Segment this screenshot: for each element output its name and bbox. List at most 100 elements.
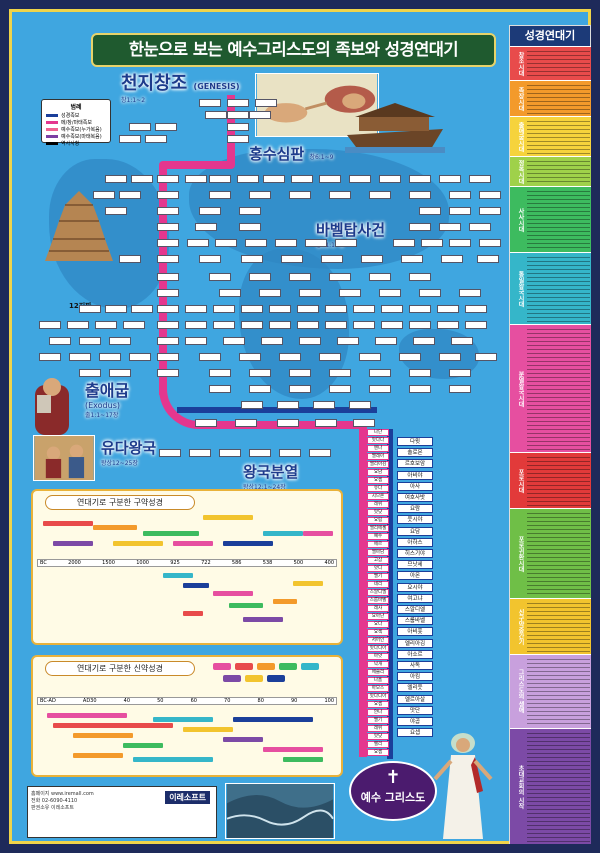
map-landmass-eurasia xyxy=(189,149,449,269)
genealogy-node xyxy=(249,369,271,377)
sidebar-era: 포로시대 xyxy=(510,452,591,508)
sidebar-era: 출애굽시대 xyxy=(510,116,591,156)
genealogy-node xyxy=(477,255,499,263)
timeline-chip xyxy=(257,663,275,670)
genealogy-node xyxy=(289,191,311,199)
sidebar-era: 초대교회의 시작 xyxy=(510,728,591,844)
genealogy-node xyxy=(157,369,179,377)
genealogy-node xyxy=(375,337,397,345)
nt-panel-title: 연대기로 구분한 신약성경 xyxy=(45,661,195,676)
legend-swatch xyxy=(46,128,58,131)
nt-timeline-bar xyxy=(233,717,313,722)
timeline-chip xyxy=(235,663,253,670)
genealogy-node xyxy=(475,353,497,361)
ot-panel-title: 연대기로 구분한 구약성경 xyxy=(45,495,195,510)
genealogy-node xyxy=(199,353,221,361)
sidebar-era-label: 출애굽시대 xyxy=(517,121,524,152)
royal-genealogy-node: 엘르아살 xyxy=(397,694,433,704)
page-title: 한눈으로 보는 예수그리스도의 족보와 성경연대기 xyxy=(91,33,496,67)
legend-item: 예수족보(누가복음) xyxy=(46,126,106,133)
year-tick-label: 100 xyxy=(324,698,334,704)
nt-timeline-bar xyxy=(53,723,173,728)
sidebar-era-entries xyxy=(527,161,590,184)
nt-timeline-bar xyxy=(183,727,233,732)
genealogy-node xyxy=(189,449,211,457)
luke-genealogy-node: 예수 xyxy=(367,533,389,540)
genealogy-node xyxy=(155,123,177,131)
sidebar-era-label: 초대교회의 시작 xyxy=(517,765,524,810)
genealogy-node xyxy=(465,321,487,329)
genealogy-node xyxy=(479,239,501,247)
region-babel-label: 바벨탑사건 xyxy=(316,221,386,239)
genealogy-node xyxy=(205,111,227,119)
royal-genealogy-node: 사독 xyxy=(397,661,433,670)
sidebar-era-entries xyxy=(527,121,590,154)
genealogy-node xyxy=(289,385,311,393)
legend-swatch xyxy=(46,121,58,124)
genealogy-node xyxy=(291,175,313,183)
genealogy-node xyxy=(349,175,371,183)
genealogy-node xyxy=(441,255,463,263)
genealogy-node xyxy=(277,419,299,427)
genealogy-node xyxy=(223,337,245,345)
genealogy-node xyxy=(313,401,335,409)
genealogy-node xyxy=(449,369,471,377)
sidebar-era-entries xyxy=(527,457,590,506)
genealogy-node xyxy=(227,135,249,143)
luke-genealogy-node: 네리 xyxy=(367,581,389,588)
region-judah-label: 유다왕국 xyxy=(101,439,157,457)
genealogy-node xyxy=(449,385,471,393)
year-tick-label: BC xyxy=(40,560,47,566)
nt-timeline-bar xyxy=(263,747,323,752)
sidebar-era-label: 정복시대 xyxy=(517,159,524,184)
genealogy-node xyxy=(369,191,391,199)
genealogy-node xyxy=(239,353,261,361)
sidebar-era-entries xyxy=(527,257,590,322)
genealogy-node xyxy=(469,223,491,231)
royal-genealogy-node: 요셉 xyxy=(397,728,433,738)
genealogy-node xyxy=(329,191,351,199)
genealogy-node xyxy=(195,223,217,231)
region-exodus-sub: (Exodus) xyxy=(85,401,120,410)
ot-timeline-bar xyxy=(293,581,323,586)
nt-timeline-bar xyxy=(223,737,263,742)
timeline-chip xyxy=(301,663,319,670)
royal-genealogy-node: 아비훗 xyxy=(397,627,433,637)
royal-genealogy-node: 아몬 xyxy=(397,571,433,581)
genealogy-node xyxy=(249,385,271,393)
genealogy-node xyxy=(325,321,347,329)
luke-genealogy-node: 요남 xyxy=(367,469,389,476)
jesus-figure-picture xyxy=(433,733,493,839)
genealogy-node xyxy=(109,337,131,345)
sidebar-era-entries xyxy=(527,85,590,114)
genealogy-node xyxy=(241,321,263,329)
luke-genealogy-node: 맛닷 xyxy=(367,509,389,516)
year-tick-label: AD30 xyxy=(82,698,97,704)
genealogy-node xyxy=(131,175,153,183)
genealogy-node xyxy=(199,255,221,263)
genealogy-node xyxy=(209,175,231,183)
sidebar-era: 신구약중간기 xyxy=(510,598,591,654)
genealogy-node xyxy=(227,111,249,119)
royal-genealogy-node: 므낫세 xyxy=(397,560,433,570)
luke-genealogy-node: 엘리아김 xyxy=(367,461,389,468)
genealogy-node xyxy=(119,135,141,143)
luke-genealogy-node: 멜기 xyxy=(367,573,389,580)
publisher-logo: 이레소프트 xyxy=(165,791,210,804)
ot-timeline-bar xyxy=(203,515,253,520)
sidebar-era-entries xyxy=(527,733,590,844)
luke-genealogy-node: 요섹 xyxy=(367,629,389,636)
sidebar-era: 통일왕국시대 xyxy=(510,252,591,324)
genealogy-node xyxy=(185,175,207,183)
luke-genealogy-node: 멜기 xyxy=(367,717,389,724)
luke-genealogy-node: 맛다다 xyxy=(367,437,389,444)
genealogy-node xyxy=(419,207,441,215)
sidebar-era-label: 족장시대 xyxy=(517,86,524,111)
royal-genealogy-node: 아하스 xyxy=(397,537,433,547)
genealogy-node xyxy=(209,369,231,377)
region-babel-ref: 창11:1~9 xyxy=(316,242,344,249)
sidebar-era-entries xyxy=(527,191,590,250)
genealogy-node xyxy=(219,449,241,457)
genealogy-node xyxy=(157,353,179,361)
